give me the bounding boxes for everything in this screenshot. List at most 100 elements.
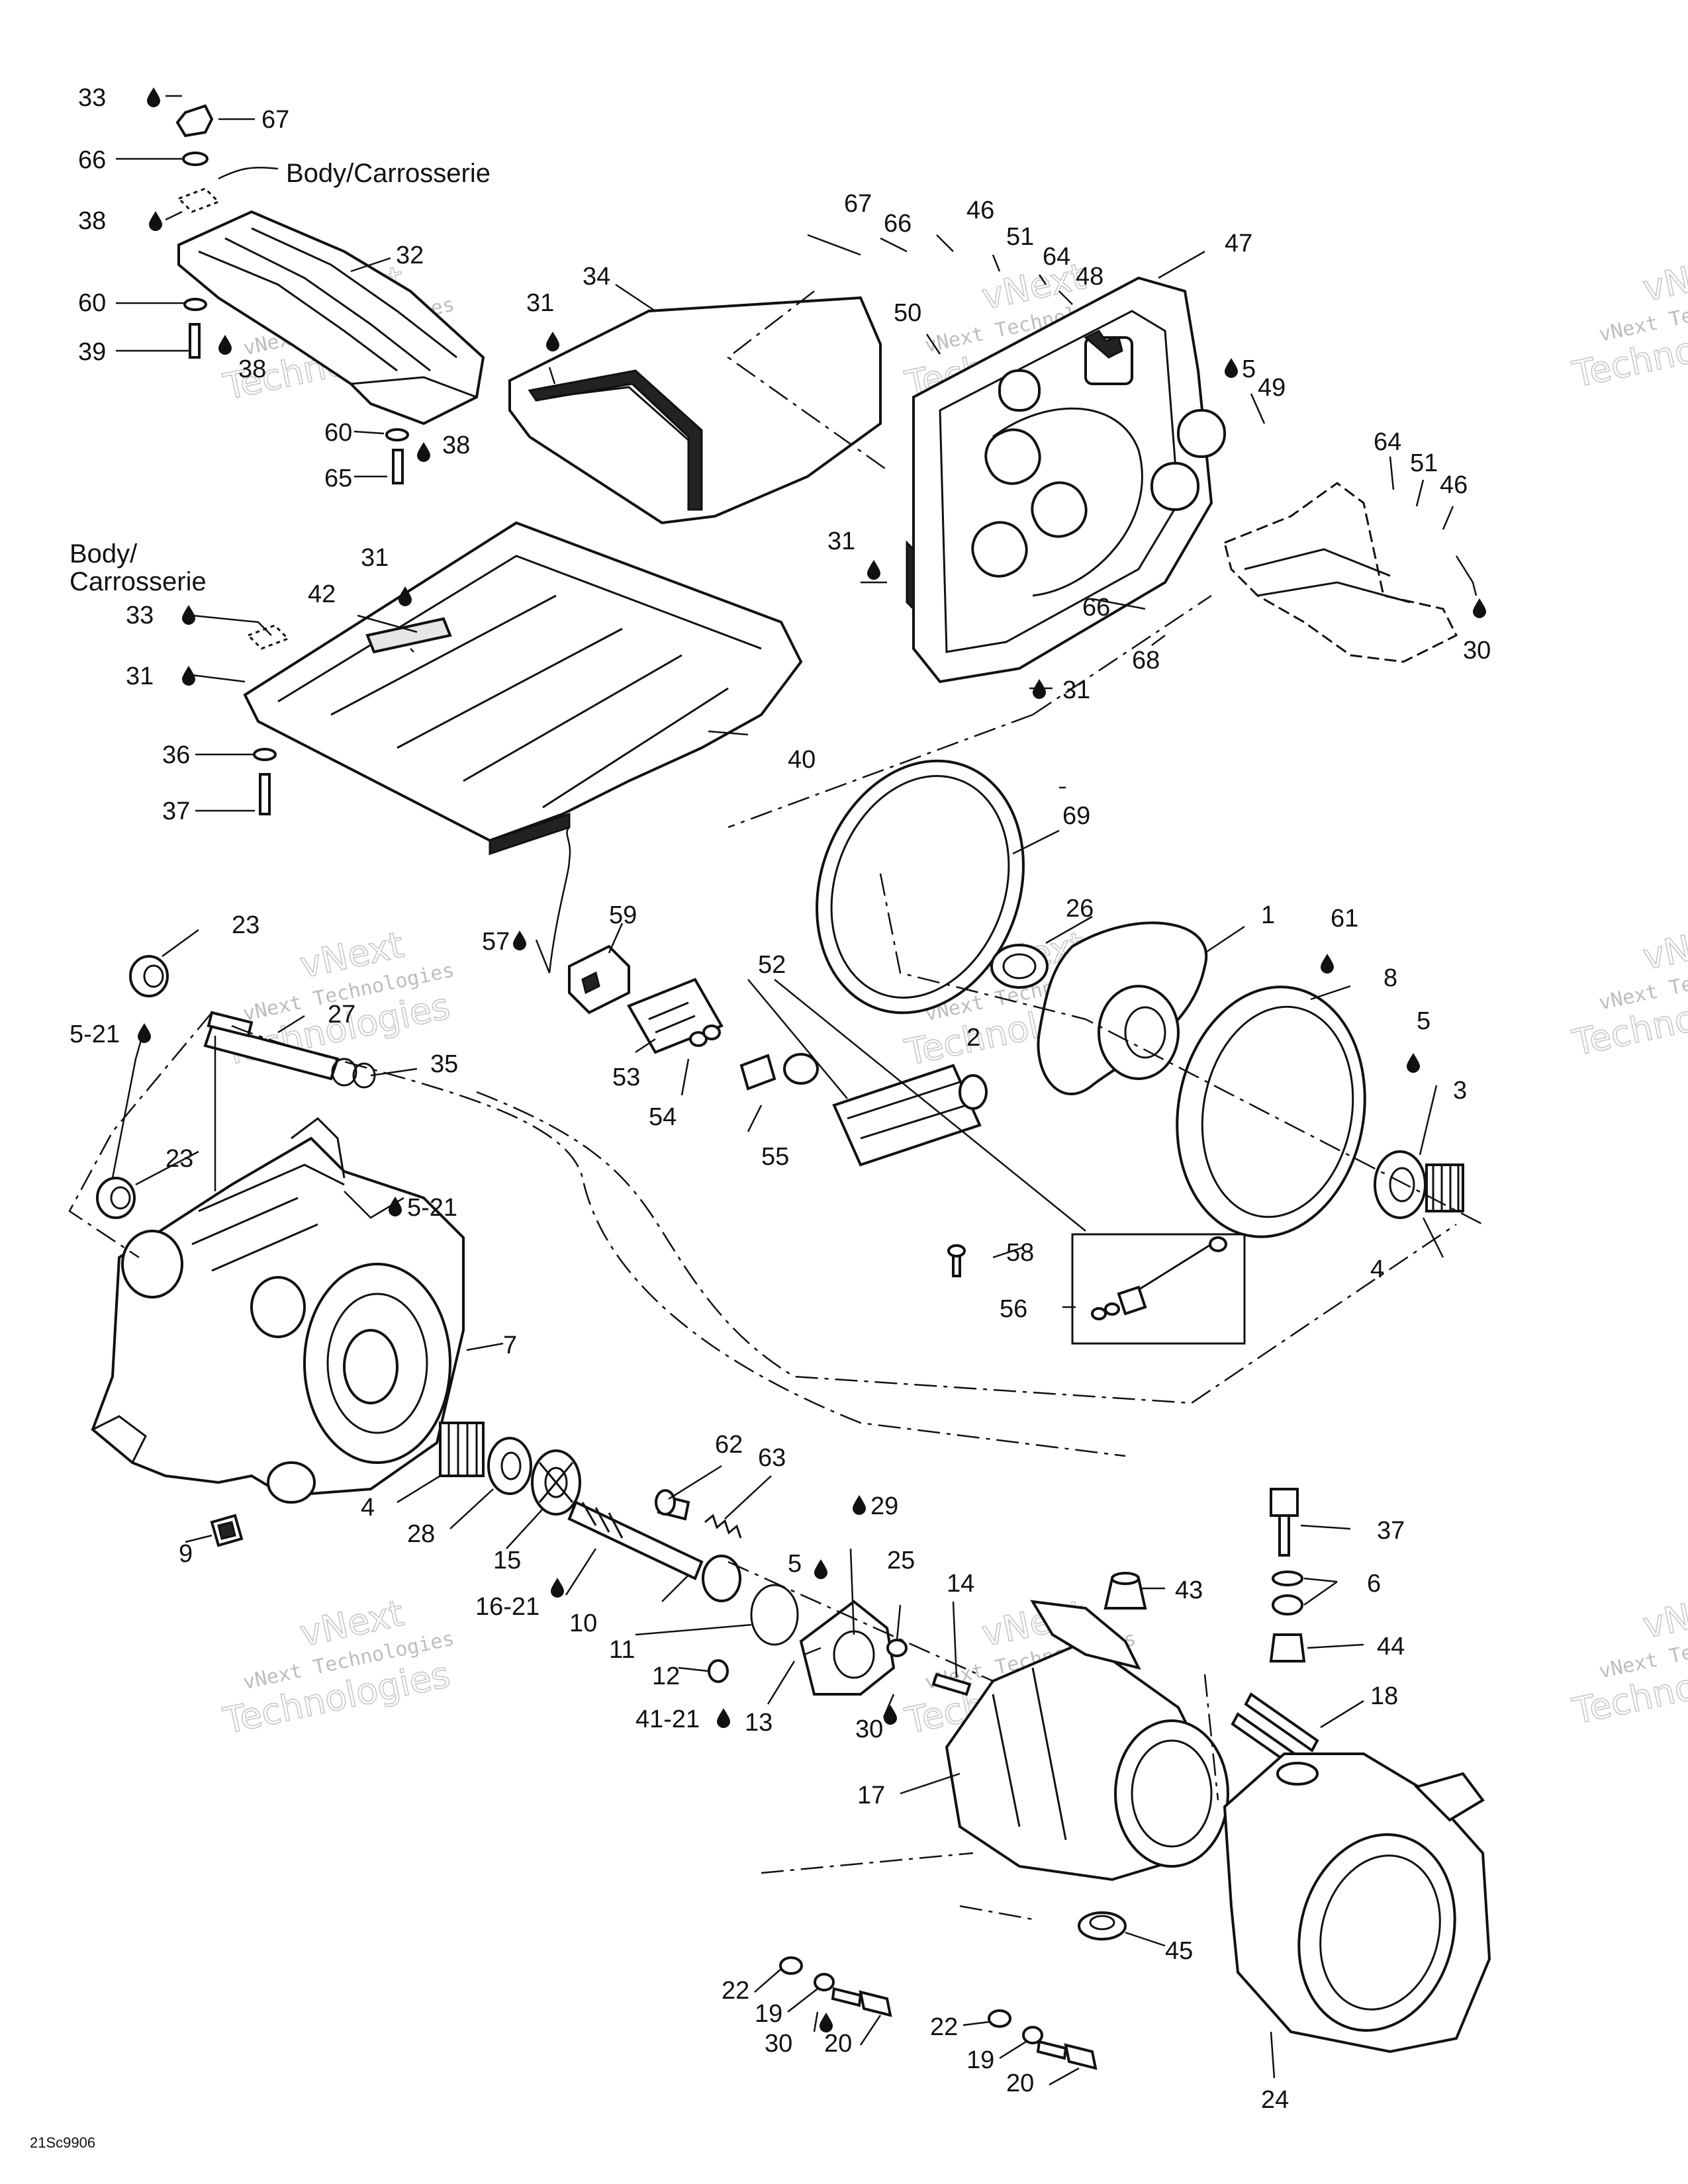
part-23-bushing-top [129, 955, 169, 997]
callout-5: 5 [788, 1550, 802, 1578]
callout-30: 30 [765, 2030, 792, 2058]
callout-9: 9 [179, 1540, 193, 1568]
part-32-bracket [177, 210, 485, 426]
callout-37: 37 [1377, 1517, 1405, 1545]
part-9-block [210, 1514, 244, 1547]
body-label-2: Body/ [70, 539, 138, 569]
callout-35: 35 [430, 1050, 458, 1078]
callout-67: 67 [261, 106, 289, 134]
drop-icon [1473, 598, 1486, 618]
part-59-connector [568, 944, 630, 1015]
callout-57: 57 [482, 928, 510, 956]
callout-46: 46 [1440, 471, 1468, 499]
callout-27: 27 [328, 1001, 355, 1028]
callout-5: 5 [1242, 355, 1256, 383]
part-4-bearing-left [439, 1422, 485, 1477]
body-label: Body/Carrosserie [286, 159, 491, 188]
drop-icon [1407, 1053, 1420, 1073]
callout-43: 43 [1175, 1576, 1203, 1604]
callout-20: 20 [824, 2030, 852, 2058]
callout-42: 42 [308, 580, 336, 608]
callout-4: 4 [1370, 1255, 1384, 1283]
callout-66: 66 [1082, 594, 1110, 621]
callout-55: 55 [761, 1143, 789, 1171]
callout-31: 31 [827, 527, 855, 555]
callout-29: 29 [870, 1492, 898, 1520]
callout-33: 33 [126, 602, 154, 629]
callout-50: 50 [894, 299, 921, 327]
callout-31: 31 [361, 544, 389, 572]
callout-34: 34 [583, 263, 610, 291]
callout-56: 56 [1000, 1295, 1027, 1323]
callout-32: 32 [396, 242, 424, 269]
part-6-washers [1272, 1570, 1303, 1615]
callout-67: 67 [844, 190, 872, 218]
callout-22: 22 [722, 1977, 749, 2005]
callout-31: 31 [526, 289, 554, 317]
part-mounting-frame [1223, 482, 1458, 663]
callout-23: 23 [165, 1145, 193, 1173]
callout-19: 19 [755, 2000, 782, 2028]
part-58-screw [947, 1244, 966, 1277]
callout-17: 17 [857, 1782, 885, 1809]
hardware-stack-32 [175, 104, 409, 484]
drop-icon [1321, 954, 1334, 974]
callout-46: 46 [966, 197, 994, 224]
drop-icon [1033, 679, 1046, 699]
part-35-oring [331, 1058, 376, 1089]
drop-icon [814, 1559, 827, 1579]
callout-54: 54 [649, 1103, 677, 1131]
callout-59: 59 [609, 901, 637, 929]
drop-icon [551, 1578, 564, 1598]
part-53-terminal-block [627, 978, 724, 1054]
drop-icon [218, 335, 232, 355]
callout-8: 8 [1383, 964, 1397, 992]
callout-19: 19 [966, 2046, 994, 2074]
callout-14: 14 [947, 1570, 974, 1598]
callout-1: 1 [1261, 901, 1275, 929]
hardware-bottom-left [779, 1956, 892, 2017]
drop-icon [546, 332, 559, 351]
callout-51: 51 [1006, 223, 1034, 251]
callout-48: 48 [1076, 263, 1103, 291]
drop-icon [884, 1705, 897, 1725]
callout-5: 5 [1417, 1007, 1430, 1035]
callout-26: 26 [1066, 895, 1094, 923]
callout-38: 38 [238, 355, 266, 383]
drop-icon [182, 605, 195, 625]
callout-12: 12 [652, 1662, 680, 1690]
callout-22: 22 [930, 2013, 958, 2041]
callout-64: 64 [1374, 428, 1401, 456]
part-44-bushing [1269, 1633, 1306, 1662]
part-40-floor-plate [243, 521, 803, 856]
drop-icon [417, 442, 430, 462]
diagram-code: 21Sc9906 [30, 2134, 95, 2151]
drop-icon [853, 1495, 866, 1515]
callout-4: 4 [361, 1494, 375, 1522]
watermark: vNext Technologies vNext Technologies [1568, 915, 1688, 1065]
callout-39: 39 [78, 338, 106, 366]
callout-47: 47 [1225, 230, 1252, 257]
callout-58: 58 [1006, 1239, 1034, 1267]
part-24-nozzle [1223, 1752, 1491, 2054]
drop-icon [182, 666, 195, 686]
part-15-thrust-bearing [531, 1449, 581, 1516]
callout-7: 7 [503, 1332, 517, 1359]
drop-icon [138, 1023, 151, 1043]
part-55-fitting [739, 1053, 819, 1091]
callout-64: 64 [1043, 243, 1070, 271]
watermark: vNext Technologies vNext Technologies [1568, 247, 1688, 396]
callout-10: 10 [569, 1610, 597, 1637]
drop-icon [513, 931, 526, 950]
callout-28: 28 [407, 1520, 435, 1548]
part-17-venturi [945, 1600, 1229, 1882]
part-23-bushing-mid [96, 1177, 136, 1219]
callout-38: 38 [78, 207, 106, 235]
callout-65: 65 [324, 465, 352, 492]
callout-62: 62 [715, 1431, 743, 1459]
callout-5-21: 5-21 [407, 1194, 457, 1222]
callout-38: 38 [442, 432, 470, 459]
callout-2: 2 [966, 1024, 980, 1052]
callout-16-21: 16-21 [475, 1593, 539, 1621]
